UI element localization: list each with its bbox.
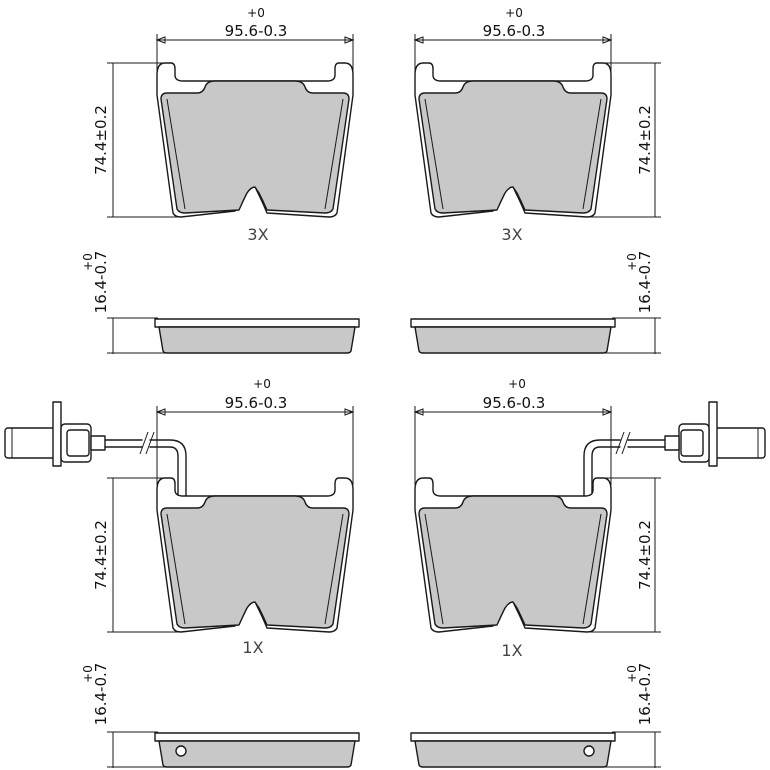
pad-3-sensor-hole — [175, 745, 187, 757]
pad-2-quantity: 3X — [501, 225, 522, 244]
pad-2-thickness-label: 16.4-0.7 — [636, 251, 654, 314]
pad-3-width-dimension: +0 95.6-0.3 — [155, 377, 355, 485]
pad-4: +0 95.6-0.3 74.4±0.2 1X 16.4-0.7 +0 — [410, 377, 766, 768]
pad-3: +0 95.6-0.3 74.4±0.2 1X 16.4-0.7 +0 — [4, 377, 360, 768]
pad-2-width-dimension: +0 95.6-0.3 — [413, 6, 613, 72]
pad-1-height-label: 74.4±0.2 — [92, 105, 110, 175]
pad-3-wear-sensor — [4, 401, 191, 512]
pad-2-thickness-dimension: 16.4-0.7 +0 — [605, 251, 661, 354]
pad-1-quantity: 3X — [247, 225, 268, 244]
pad-3-height-label: 74.4±0.2 — [92, 520, 110, 590]
pad-1: +0 95.6-0.3 74.4±0.2 3X 16.4-0.7 +0 — [81, 6, 360, 354]
pad-2-side-view — [410, 318, 616, 354]
pad-3-height-dimension: 74.4±0.2 — [92, 477, 180, 633]
pad-4-width-tol-upper: +0 — [508, 377, 526, 391]
pad-2-width-tol-upper: +0 — [505, 6, 523, 20]
pad-3-width-tol-upper: +0 — [253, 377, 271, 391]
pad-3-quantity: 1X — [242, 638, 263, 657]
pad-3-thickness-tol-upper: +0 — [81, 665, 95, 683]
pad-2-width-label: 95.6-0.3 — [483, 22, 546, 40]
pad-4-thickness-tol-upper: +0 — [625, 665, 639, 683]
pad-4-quantity: 1X — [501, 641, 522, 660]
pad-1-thickness-tol-upper: +0 — [81, 253, 95, 271]
pad-3-thickness-dimension: 16.4-0.7 +0 — [81, 663, 165, 768]
pad-4-width-dimension: +0 95.6-0.3 — [413, 377, 613, 485]
pad-2-face-view — [414, 62, 612, 218]
pad-1-thickness-label: 16.4-0.7 — [92, 251, 110, 314]
pad-1-width-label: 95.6-0.3 — [225, 22, 288, 40]
pad-3-width-label: 95.6-0.3 — [225, 394, 288, 412]
pad-4-height-dimension: 74.4±0.2 — [590, 477, 661, 633]
pad-1-face-view — [156, 62, 354, 218]
pad-1-width-dimension: +0 95.6-0.3 — [155, 6, 355, 72]
pad-1-thickness-dimension: 16.4-0.7 +0 — [81, 251, 165, 354]
pad-3-thickness-label: 16.4-0.7 — [92, 663, 110, 726]
pad-2: +0 95.6-0.3 74.4±0.2 3X 16.4-0.7 +0 — [410, 6, 661, 354]
pad-2-thickness-tol-upper: +0 — [625, 253, 639, 271]
pad-4-thickness-label: 16.4-0.7 — [636, 663, 654, 726]
pad-4-height-label: 74.4±0.2 — [636, 520, 654, 590]
pad-2-height-label: 74.4±0.2 — [636, 105, 654, 175]
pad-4-face-view — [414, 477, 612, 633]
pad-3-face-view — [156, 477, 354, 633]
pad-1-width-tol-upper: +0 — [247, 6, 265, 20]
pad-1-height-dimension: 74.4±0.2 — [92, 62, 180, 218]
pad-4-width-label: 95.6-0.3 — [483, 394, 546, 412]
pad-1-side-view — [154, 318, 360, 354]
pad-4-sensor-hole — [583, 745, 595, 757]
pad-2-height-dimension: 74.4±0.2 — [590, 62, 661, 218]
pad-4-thickness-dimension: 16.4-0.7 +0 — [605, 663, 661, 768]
